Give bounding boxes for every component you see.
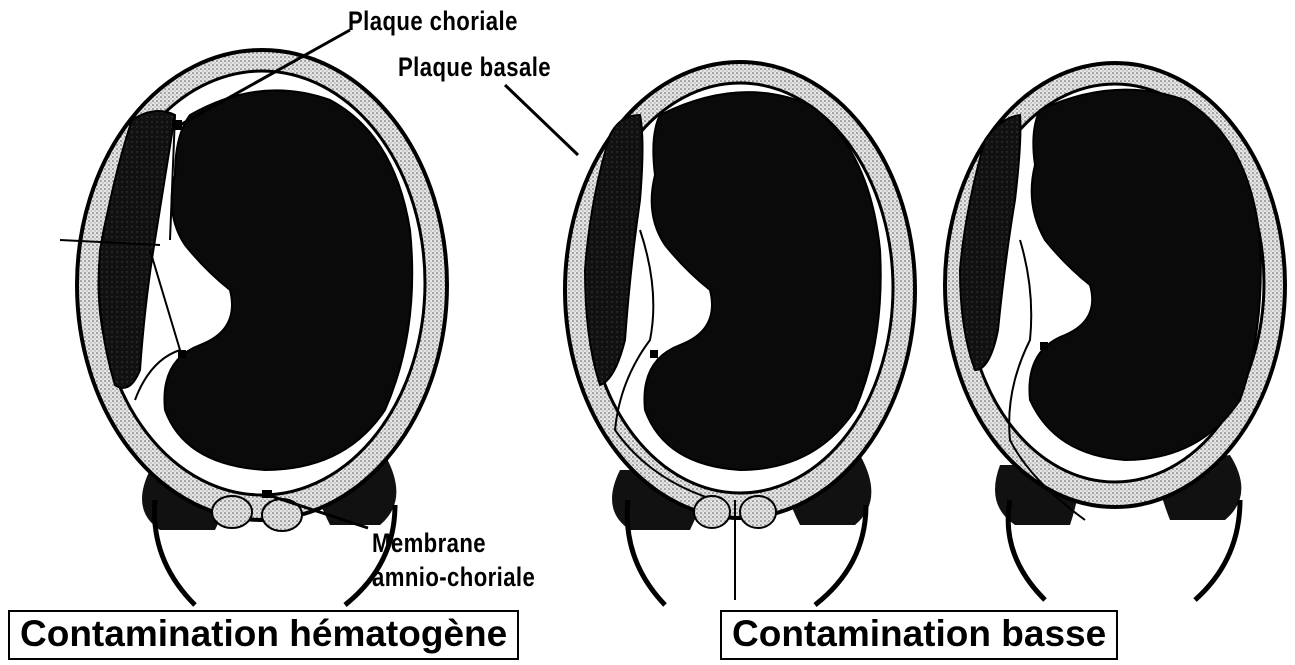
label-plaque-basale: Plaque basale: [398, 52, 551, 83]
caption-hematogene: Contamination hématogène: [8, 610, 519, 660]
marker-square-2: [178, 350, 186, 358]
label-plaque-choriale: Plaque choriale: [348, 6, 518, 37]
cervical-plug-right: [740, 496, 776, 528]
marker-square: [1040, 342, 1048, 350]
label-membrane-line1: Membrane: [372, 528, 486, 559]
cervical-plug-left: [212, 496, 252, 528]
label-membrane-line2: amnio-choriale: [372, 562, 535, 593]
marker-square: [650, 350, 658, 358]
pointer-plaque-basale: [505, 85, 578, 155]
caption-basse: Contamination basse: [720, 610, 1118, 660]
cervical-plug-left: [694, 496, 730, 528]
uterus-middle: [565, 62, 915, 605]
uterus-right: [945, 63, 1285, 600]
uterus-left: [60, 50, 447, 605]
